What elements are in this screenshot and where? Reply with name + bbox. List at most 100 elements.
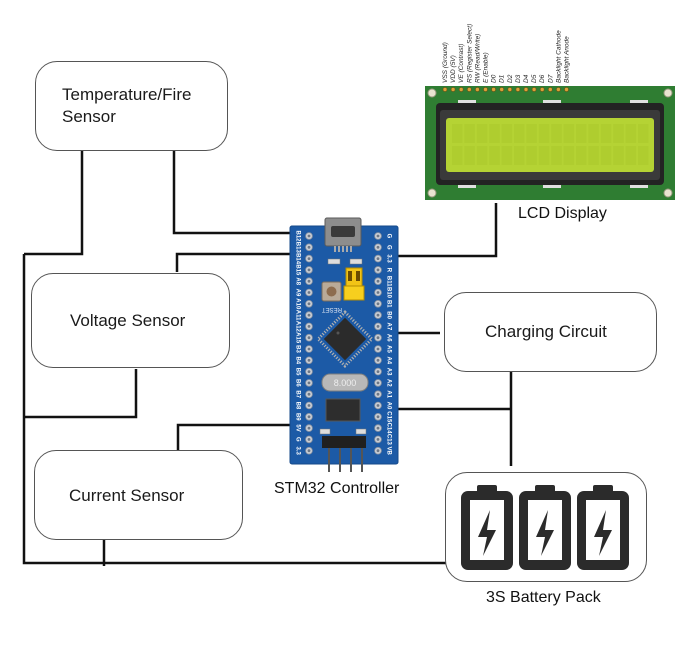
lcd-header-pin xyxy=(539,87,545,92)
wire-left-bus xyxy=(22,254,446,565)
lcd-pin-labels: VSS (Ground)VDD (5V)VE (Contrast)RS (Reg… xyxy=(442,24,571,83)
wire-voltage-to-bus xyxy=(24,369,138,419)
lcd-char-cell xyxy=(464,146,475,165)
stm32-pin-hole-center xyxy=(307,392,311,396)
lcd-header-pin xyxy=(475,87,480,92)
lcd-char-cell xyxy=(538,146,550,165)
stm32-pin-hole-center xyxy=(376,370,380,373)
lcd-char-cell xyxy=(538,124,550,143)
lcd-pin-label: D5 xyxy=(531,74,538,83)
stm32-pin-hole-center xyxy=(307,245,311,249)
stm32-pin-hole-center xyxy=(307,313,311,317)
lcd-header-pin xyxy=(515,87,521,92)
lcd-mount-hole xyxy=(427,88,437,98)
stm32-pin-label: G xyxy=(385,245,391,250)
stm32-pin-hole-center xyxy=(307,449,311,453)
stm32-pin-label: A8 xyxy=(294,277,300,285)
stm32-pin-hole-center xyxy=(376,392,380,396)
stm32-pin-label: B6 xyxy=(294,379,300,387)
lcd-char-cell xyxy=(501,124,513,143)
wire-temp-to-stm32 xyxy=(172,151,290,235)
stm32-left-pin-holes xyxy=(305,232,313,455)
lcd-pin-label: E (Enable) xyxy=(483,52,490,83)
smd-led xyxy=(327,258,341,265)
stm32-pin-hole-center xyxy=(376,381,380,385)
lcd-header-pin xyxy=(491,87,496,92)
lcd-display: VSS (Ground)VDD (5V)VE (Contrast)RS (Reg… xyxy=(425,24,675,200)
lcd-char-cell xyxy=(638,124,649,143)
stm32-pin-label: 5V xyxy=(294,424,300,431)
stm32-pin-label: B15 xyxy=(294,264,300,276)
stm32-pin-label: G xyxy=(385,234,391,239)
stm32-pin-label: B9 xyxy=(294,413,300,421)
stm32-pin-hole-center xyxy=(307,257,311,260)
lcd-char-cell xyxy=(625,124,637,143)
stm32-pin-hole-center xyxy=(376,291,380,294)
stm32-pin-hole-center xyxy=(307,358,311,362)
lcd-header-pin xyxy=(507,87,513,92)
lcd-char-cell xyxy=(489,146,500,165)
stm32-pin-hole-center xyxy=(376,279,380,283)
stm32-pin-label: A0 xyxy=(385,402,391,410)
battery-cell-icon xyxy=(519,485,571,570)
lcd-pin-label: D7 xyxy=(547,74,554,83)
stm32-right-pin-labels: GG3.3RB11B10B1B0A7A6A5A4A3A2A1A0C15C14C1… xyxy=(385,234,391,456)
lcd-char-cell xyxy=(514,124,525,143)
lcd-tab xyxy=(630,185,648,188)
lcd-header-pin xyxy=(450,87,456,92)
lcd-header-pin xyxy=(442,87,448,92)
lcd-pin-label: VE (Contrast) xyxy=(458,44,465,83)
lcd-display-caption: LCD Display xyxy=(518,205,607,222)
stm32-pin-label: C15 xyxy=(385,411,391,423)
stm32-pin-hole-center xyxy=(307,381,311,385)
lcd-pin-label: Backlight Cathode xyxy=(555,30,562,83)
stm32-pin-hole-center xyxy=(376,336,380,340)
wire-temp-to-bus xyxy=(24,151,84,256)
stm32-pin-hole-center xyxy=(376,302,380,306)
lcd-char-cell xyxy=(489,124,500,143)
stm32-pin-label: A7 xyxy=(385,323,391,331)
temperature-sensor-label: Temperature/Fire Sensor xyxy=(62,84,191,128)
stm32-pin-label: A5 xyxy=(385,345,391,353)
lcd-char-cell xyxy=(638,146,649,165)
lcd-char-cell xyxy=(576,146,587,165)
stm32-pin-hole-center xyxy=(376,325,380,328)
lcd-char-cell xyxy=(526,146,537,165)
lcd-tab xyxy=(458,100,476,103)
lcd-header-pin xyxy=(458,87,464,92)
stm32-pin-label: 3.3 xyxy=(294,447,300,456)
lcd-pin-label: D4 xyxy=(523,74,530,83)
lcd-char-cell xyxy=(452,146,463,165)
reset-label: RESET xyxy=(322,306,342,312)
stm32-pin-hole-center xyxy=(307,279,311,283)
stm32-pin-label: VB xyxy=(385,447,391,456)
lightning-icon xyxy=(478,510,496,556)
lcd-header-pin xyxy=(547,87,553,92)
stm32-pin-hole-center xyxy=(376,347,380,351)
usb-connector-icon xyxy=(324,217,362,252)
lcd-char-cell xyxy=(600,124,612,143)
lcd-pin-label: D1 xyxy=(499,74,506,83)
lcd-pin-label: Backlight Anode xyxy=(564,36,571,83)
stm32-pin-hole-center xyxy=(376,245,380,249)
lcd-pin-label: VSS (Ground) xyxy=(442,42,449,83)
battery-pack-block xyxy=(445,472,647,582)
stm32-pin-label: B1 xyxy=(385,300,391,308)
stm32-pin-hole-center xyxy=(307,302,311,306)
lcd-mount-hole xyxy=(663,188,673,198)
voltage-sensor-label: Voltage Sensor xyxy=(70,311,186,330)
crystal-icon: 8.000 xyxy=(321,373,369,392)
stm32-pin-label: B4 xyxy=(294,356,300,364)
lcd-char-cell xyxy=(551,124,562,143)
stm32-pin-label: B11 xyxy=(385,276,391,287)
stm32-board: B12B13B14B15A8A9A10A11A12A15B3B4B5B6B7B8… xyxy=(289,217,399,472)
lcd-char-cell xyxy=(551,146,562,165)
lcd-char-cell xyxy=(452,124,463,143)
stm32-pin-label: B5 xyxy=(294,368,300,376)
stm32-pin-label: C13 xyxy=(385,434,391,446)
lcd-pin-label: D3 xyxy=(515,74,522,83)
stm32-pin-label: G xyxy=(294,437,300,442)
stm32-pin-label: B8 xyxy=(294,402,300,410)
wires xyxy=(22,151,513,566)
temperature-sensor-label-line2: Sensor xyxy=(62,107,116,126)
